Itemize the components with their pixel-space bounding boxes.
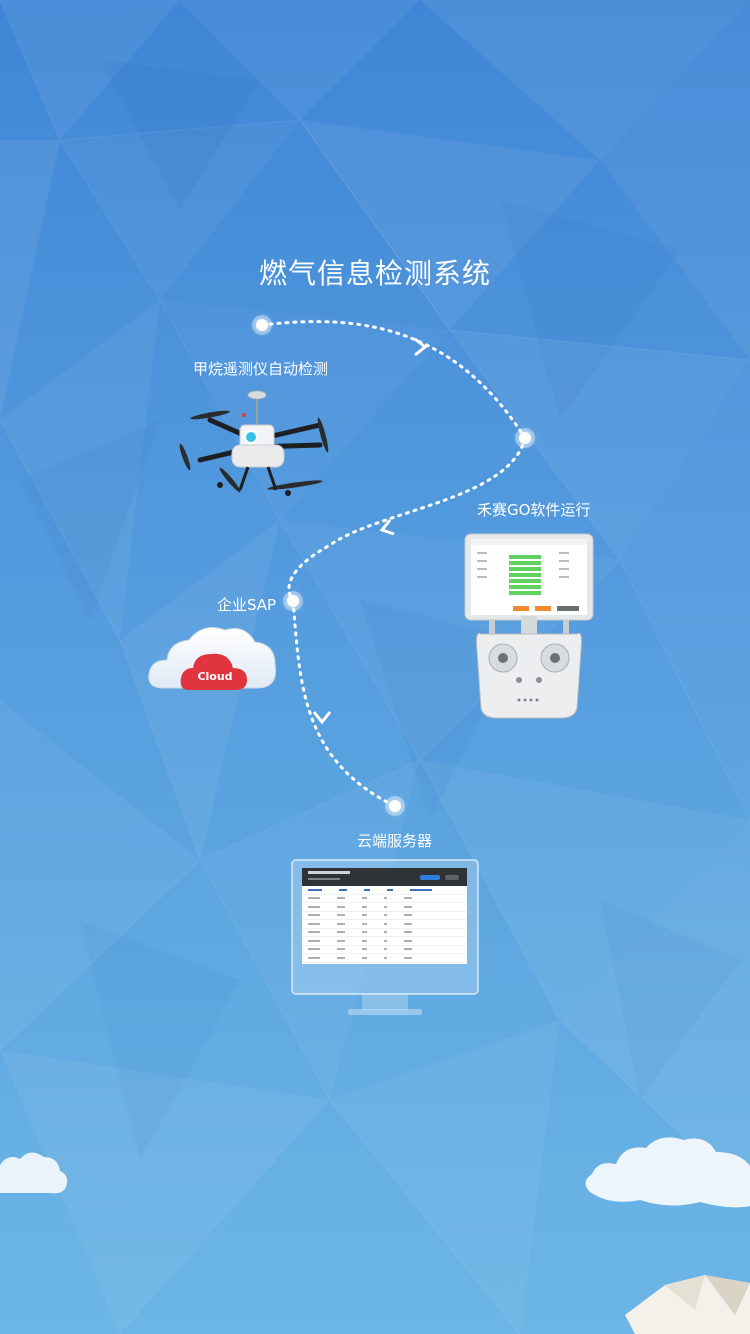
arrow-right-icon	[414, 337, 428, 357]
decorative-cloud-right	[585, 1137, 750, 1208]
arrow-down-icon	[312, 711, 332, 725]
flow-node-2	[519, 432, 531, 444]
remote-controller-icon	[464, 533, 594, 719]
cloud-badge-text: Cloud	[197, 670, 232, 683]
step-label-methane-detection: 甲烷遥测仪自动检测	[193, 360, 329, 378]
step-label-hesai-go: 禾赛GO软件运行	[477, 501, 591, 519]
drone-icon	[179, 390, 329, 496]
arrow-left-icon	[379, 519, 395, 536]
decorative-cloud-left	[0, 1152, 68, 1194]
monitor-screen	[302, 868, 467, 964]
decorative-rock	[625, 1275, 750, 1334]
flow-node-1	[256, 319, 268, 331]
monitor-header-bar	[302, 868, 467, 886]
flow-node-3	[287, 595, 299, 607]
flow-node-4	[389, 800, 401, 812]
page-title: 燃气信息检测系统	[258, 257, 491, 290]
step-label-enterprise-sap: 企业SAP	[217, 596, 277, 614]
cloud-icon: Cloud	[148, 627, 277, 690]
step-label-cloud-server: 云端服务器	[357, 832, 433, 850]
